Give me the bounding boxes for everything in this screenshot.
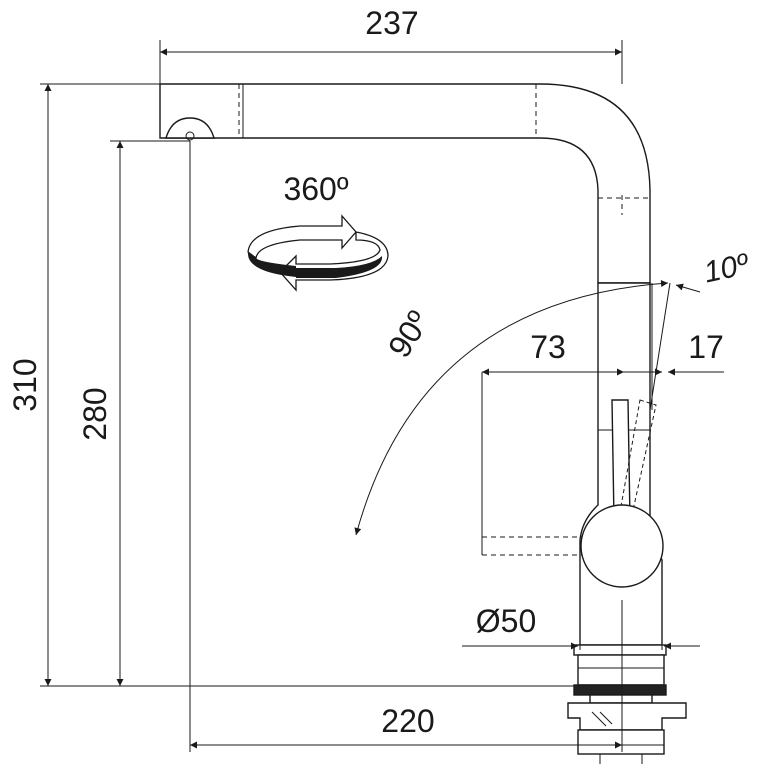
height-total-label: 310 <box>7 358 43 411</box>
dimension-height-total <box>40 83 574 687</box>
bracket-detail <box>591 711 613 727</box>
rotation-360-icon <box>247 214 389 292</box>
spray-head <box>165 117 215 139</box>
tilt-reference-line <box>649 282 671 411</box>
lever-travel-arc <box>354 279 669 536</box>
lever-handle <box>611 399 631 521</box>
base-collar <box>577 654 665 686</box>
lever-knob <box>580 504 664 588</box>
swivel-angle-label: 360º <box>283 171 348 207</box>
dimension-base-diameter <box>462 640 700 650</box>
dimension-base-offset <box>189 141 623 752</box>
dimension-handle-reach <box>481 368 624 537</box>
handle-offset-label: 17 <box>688 329 724 365</box>
spray-outlet <box>185 131 195 141</box>
dimension-height-spout <box>110 140 190 686</box>
width-total-label: 237 <box>365 5 418 41</box>
lever-travel-label: 90º <box>381 304 437 363</box>
base-gasket <box>573 684 667 696</box>
base-diameter-label: Ø50 <box>476 603 536 639</box>
spout <box>159 83 651 284</box>
tilt-arrow <box>675 283 701 293</box>
base-offset-label: 220 <box>381 703 434 739</box>
lever-tilt-label: 10º <box>701 248 753 290</box>
faucet-body <box>159 83 687 764</box>
mounting-bracket <box>567 702 687 731</box>
handle-reach-label: 73 <box>530 329 566 365</box>
base-flange <box>573 644 667 656</box>
dimension-width-total <box>159 40 623 84</box>
lock-nut <box>577 729 665 755</box>
height-spout-label: 280 <box>77 387 113 440</box>
shank <box>589 694 653 704</box>
